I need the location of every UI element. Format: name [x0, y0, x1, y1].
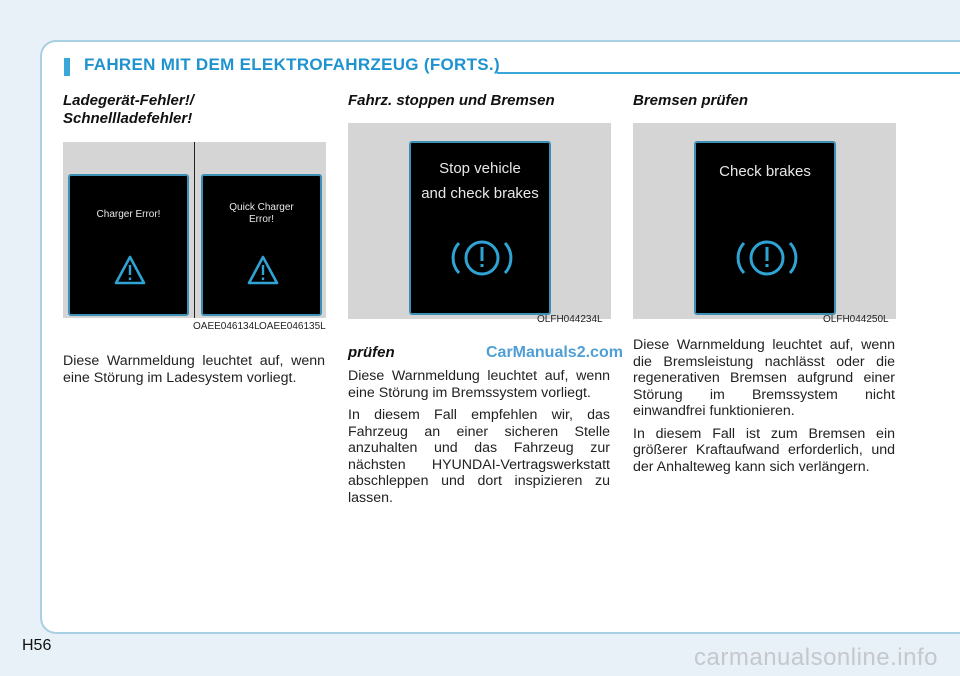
- display-text: Charger Error!: [96, 209, 161, 220]
- section-rule: [497, 72, 960, 74]
- brake-warning-icon: [451, 240, 513, 276]
- figure-check-brakes: Check brakes: [633, 123, 896, 319]
- column1-body: Diese Warnmeldung leuchtet auf, wenn ein…: [63, 353, 325, 392]
- warning-triangle-icon: [247, 255, 279, 285]
- figure-divider: [194, 142, 195, 318]
- column3-body: Diese Warnmeldung leuchtet auf, wenn die…: [633, 337, 895, 481]
- column-check-brakes: Bremsen prüfen: [633, 92, 895, 110]
- column2-body: prüfen Diese Warnmeldung leuchtet auf, w…: [348, 344, 610, 512]
- page-number: H56: [22, 637, 52, 654]
- paragraph: Diese Warnmeldung leuchtet auf, wenn die…: [633, 337, 895, 419]
- figure-caption: OAEE046135L: [259, 321, 326, 332]
- paragraph: Diese Warnmeldung leuchtet auf, wenn ein…: [348, 368, 610, 401]
- watermark-text: CarManuals2.com: [486, 344, 623, 361]
- display-line: Quick Charger: [229, 202, 294, 213]
- display-check-brakes: Check brakes: [694, 141, 836, 315]
- figure-caption: OLFH044234L: [537, 314, 603, 325]
- figure-charger-errors: Charger Error! Quick Charger Error!: [63, 142, 326, 318]
- figure-caption: OAEE046134L: [193, 321, 260, 332]
- display-line: and check brakes: [421, 185, 539, 202]
- heading-check-brakes: Bremsen prüfen: [633, 92, 749, 109]
- column-stop-vehicle: Fahrz. stoppen und Bremsen: [348, 92, 610, 110]
- heading-quick-charger-error: Schnellladefehler!: [63, 110, 193, 127]
- heading-continuation: prüfen: [348, 344, 395, 361]
- warning-triangle-icon: [114, 255, 146, 285]
- display-text: Stop vehicle and check brakes: [411, 156, 549, 206]
- heading-charger-error: Ladegerät-Fehler!/: [63, 92, 194, 109]
- footer-watermark: carmanualsonline.info: [694, 644, 938, 671]
- column-charger-error: Ladegerät-Fehler!/ Schnellladefehler!: [63, 92, 325, 128]
- brake-warning-icon: [736, 240, 798, 276]
- display-text: Quick Charger Error!: [203, 202, 320, 226]
- display-line: Stop vehicle: [439, 160, 521, 177]
- display-stop-vehicle: Stop vehicle and check brakes: [409, 141, 551, 315]
- paragraph: Diese Warnmeldung leuchtet auf, wenn ein…: [63, 353, 325, 386]
- display-quick-charger-error: Quick Charger Error!: [201, 174, 322, 316]
- figure-stop-vehicle: Stop vehicle and check brakes: [348, 123, 611, 319]
- display-text: Check brakes: [719, 163, 811, 180]
- display-charger-error: Charger Error!: [68, 174, 189, 316]
- paragraph: In diesem Fall ist zum Bremsen ein größe…: [633, 425, 895, 475]
- section-title: FAHREN MIT DEM ELEKTROFAHRZEUG (FORTS.): [84, 55, 500, 74]
- figure-caption: OLFH044250L: [823, 314, 889, 325]
- section-marker: [64, 58, 70, 76]
- paragraph: In diesem Fall empfehlen wir, das Fahrze…: [348, 407, 610, 506]
- display-line: Error!: [249, 214, 274, 225]
- heading-stop-vehicle: Fahrz. stoppen und Bremsen: [348, 92, 555, 109]
